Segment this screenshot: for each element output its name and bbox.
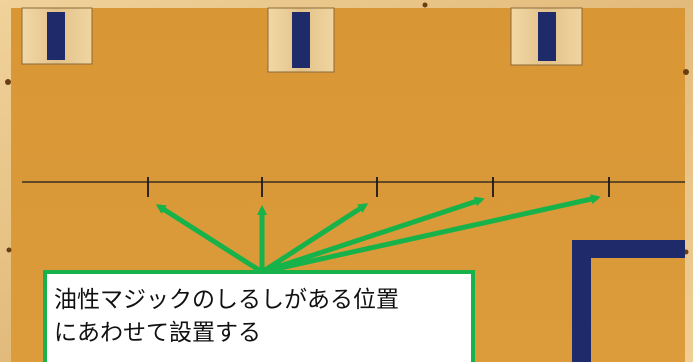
wood-knot bbox=[422, 2, 428, 8]
arrow-icon bbox=[259, 196, 485, 275]
instruction-line-1: 油性マジックのしるしがある位置 bbox=[54, 287, 399, 313]
instruction-line-2: にあわせて設置する bbox=[54, 320, 261, 346]
arrow-icon bbox=[259, 194, 601, 275]
top-block-right bbox=[510, 7, 583, 66]
top-block-left bbox=[21, 7, 93, 65]
wood-knot bbox=[683, 69, 689, 75]
arrow-icon bbox=[155, 204, 265, 275]
top-block-center bbox=[267, 7, 335, 73]
wood-knot bbox=[5, 79, 11, 85]
arrow-icon bbox=[259, 203, 369, 275]
corner-l-block bbox=[572, 240, 685, 362]
instruction-callout: 油性マジックのしるしがある位置 にあわせて設置する bbox=[43, 270, 475, 362]
wood-knot bbox=[6, 247, 12, 253]
